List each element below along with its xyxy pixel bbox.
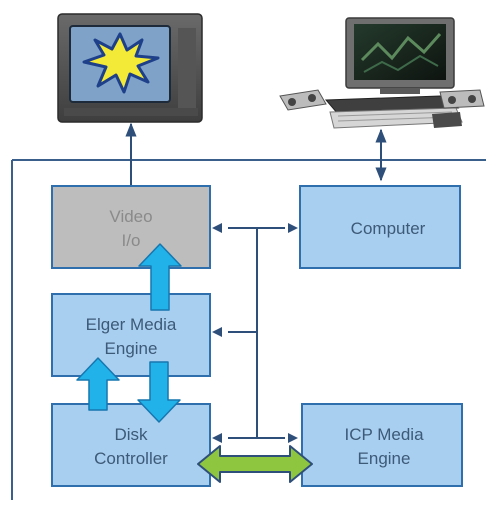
disk-controller-label-line2: Controller [94, 449, 168, 468]
elger-media-engine-block: Elger Media Engine [51, 293, 211, 377]
icp-media-engine-label-line2: Engine [358, 449, 411, 468]
elger-media-engine-label-line1: Elger Media [86, 315, 177, 334]
disk-to-elger-up-arrow [76, 357, 120, 411]
internal-bus [228, 227, 285, 439]
computer-block: Computer [299, 185, 461, 269]
elger-media-engine-label-line2: Engine [105, 339, 158, 358]
disk-controller-block: Disk Controller [51, 403, 211, 487]
elger-to-video-up-arrow [138, 243, 182, 311]
bus-arrowheads [212, 223, 298, 443]
computer-workstation-icon [279, 17, 485, 129]
disk-icp-bidirectional-arrow [197, 445, 313, 483]
computer-label: Computer [351, 219, 426, 238]
disk-controller-label-line1: Disk [114, 425, 148, 444]
system-enclosure [11, 159, 486, 500]
video-io-label-line2: I/o [122, 231, 141, 250]
elger-to-disk-down-arrow [137, 361, 181, 423]
icp-media-engine-label-line1: ICP Media [344, 425, 424, 444]
video-io-label-line1: Video [109, 207, 152, 226]
icp-media-engine-block: ICP Media Engine [301, 403, 463, 487]
crt-monitor-icon [57, 13, 203, 123]
video-io-block: Video I/o [51, 185, 211, 269]
data-flow-arrows [76, 243, 182, 423]
